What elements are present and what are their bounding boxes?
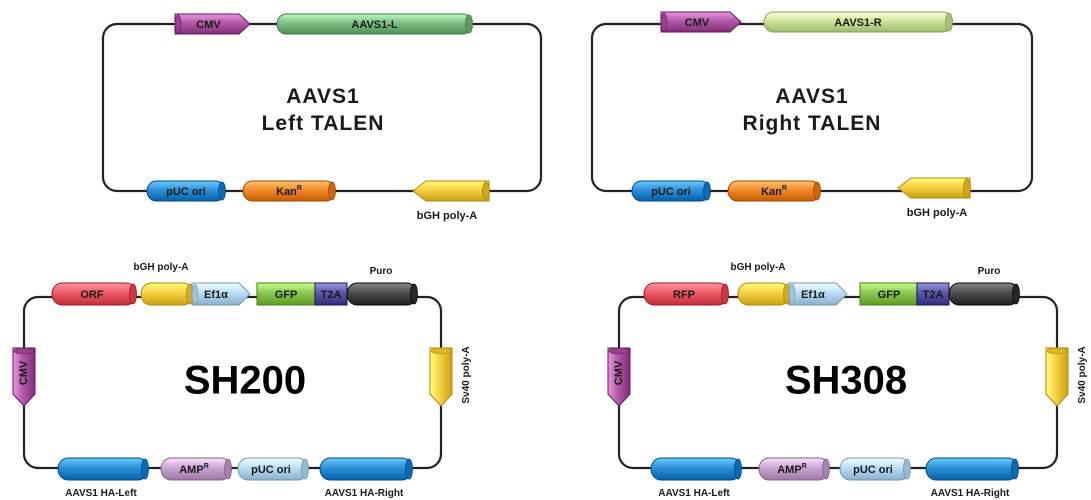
cmv-label: CMV <box>196 19 221 31</box>
sv40-label: Sv40 poly-A <box>461 346 472 403</box>
plasmid-right-cmv-segment <box>660 11 742 33</box>
aavs1r-label: AAVS1-R <box>834 17 882 29</box>
plasmid-left-kan-segment <box>242 180 336 202</box>
plasmid-sh200-bgh-segment <box>140 282 194 306</box>
plasmid-right-bgh-segment <box>897 177 971 199</box>
plasmid-left-title-line-2: Left TALEN <box>262 112 385 135</box>
plasmid-sh308-rfp-segment <box>643 282 729 306</box>
kan-label: KanR <box>276 185 302 198</box>
plasmid-sh308-bgh-segment <box>737 282 791 306</box>
gfp-label: GFP <box>275 289 298 301</box>
plasmid-sh308-amp-segment <box>758 457 830 481</box>
orf-label: ORF <box>80 289 104 301</box>
t2a-label: T2A <box>923 289 944 301</box>
bgh-label: bGH poly-A <box>417 210 478 222</box>
plasmid-sh308-sv40-segment <box>1045 347 1069 407</box>
plasmid-sh308-haleft-segment <box>650 457 742 481</box>
plasmid-left-cmv-segment <box>174 13 251 35</box>
amp-label: AMPR <box>777 463 807 476</box>
plasmid-sh308-puc-segment <box>839 457 911 481</box>
haleft-label: AAVS1 HA-Left <box>65 488 137 499</box>
amp-label: AMPR <box>179 463 209 476</box>
plasmid-sh200-ef1a-segment <box>191 282 251 306</box>
rfp-label: RFP <box>673 289 695 301</box>
cmv-label: CMV <box>685 17 710 29</box>
plasmid-sh200-puc-segment <box>237 457 309 481</box>
bgh-label: bGH poly-A <box>731 262 786 273</box>
puc-label: pUC ori <box>853 464 893 476</box>
plasmid-sh308-haright-segment <box>925 457 1019 481</box>
plasmid-left-title-line-1: AAVS1 <box>286 85 359 108</box>
aavs1l-label: AAVS1-L <box>351 19 398 31</box>
bgh-label: bGH poly-A <box>907 207 968 219</box>
ef1a-label: Ef1α <box>801 289 825 301</box>
plasmid-sh200-orf-segment <box>51 282 137 306</box>
plasmid-sh308-title-line-1: SH308 <box>785 359 907 403</box>
puc-label: pUC ori <box>251 464 291 476</box>
cmv-label: CMV <box>613 360 625 385</box>
sv40-label: Sv40 poly-A <box>1077 346 1088 403</box>
plasmid-left-puc-segment <box>146 180 226 202</box>
kan-label: KanR <box>761 185 787 198</box>
puc-label: pUC ori <box>651 186 691 198</box>
haright-label: AAVS1 HA-Right <box>931 488 1010 499</box>
haleft-label: AAVS1 HA-Left <box>658 488 730 499</box>
haright-label: AAVS1 HA-Right <box>325 488 404 499</box>
bgh-label: bGH poly-A <box>134 262 189 273</box>
t2a-label: T2A <box>321 289 342 301</box>
plasmid-sh200-puro-segment <box>346 282 418 306</box>
plasmid-sh308-ef1a-segment <box>788 282 848 306</box>
plasmid-sh308-puro-segment <box>948 282 1020 306</box>
plasmid-left-bgh-segment <box>412 180 490 202</box>
plasmid-right-title-line-1: AAVS1 <box>775 85 848 108</box>
plasmid-sh200-title-line-1: SH200 <box>184 359 306 403</box>
plasmid-sh200-haleft-segment <box>57 457 149 481</box>
plasmid-sh308-cmv-segment <box>607 347 631 407</box>
plasmid-right-aavs1r-segment <box>763 11 953 33</box>
plasmid-right-puc-segment <box>631 180 711 202</box>
puro-label: Puro <box>370 266 393 277</box>
gfp-label: GFP <box>878 289 901 301</box>
plasmid-sh200-sv40-segment <box>429 347 453 407</box>
plasmid-right-title-line-2: Right TALEN <box>743 112 882 135</box>
plasmid-sh200-cmv-segment <box>12 347 36 407</box>
plasmid-right-kan-segment <box>727 180 821 202</box>
cmv-label: CMV <box>18 360 30 385</box>
ef1a-label: Ef1α <box>204 289 228 301</box>
puc-label: pUC ori <box>166 186 206 198</box>
plasmid-sh200-amp-segment <box>160 457 232 481</box>
plasmid-left-aavs1l-segment <box>276 13 473 35</box>
puro-label: Puro <box>978 266 1001 277</box>
plasmid-sh200-haright-segment <box>319 457 413 481</box>
